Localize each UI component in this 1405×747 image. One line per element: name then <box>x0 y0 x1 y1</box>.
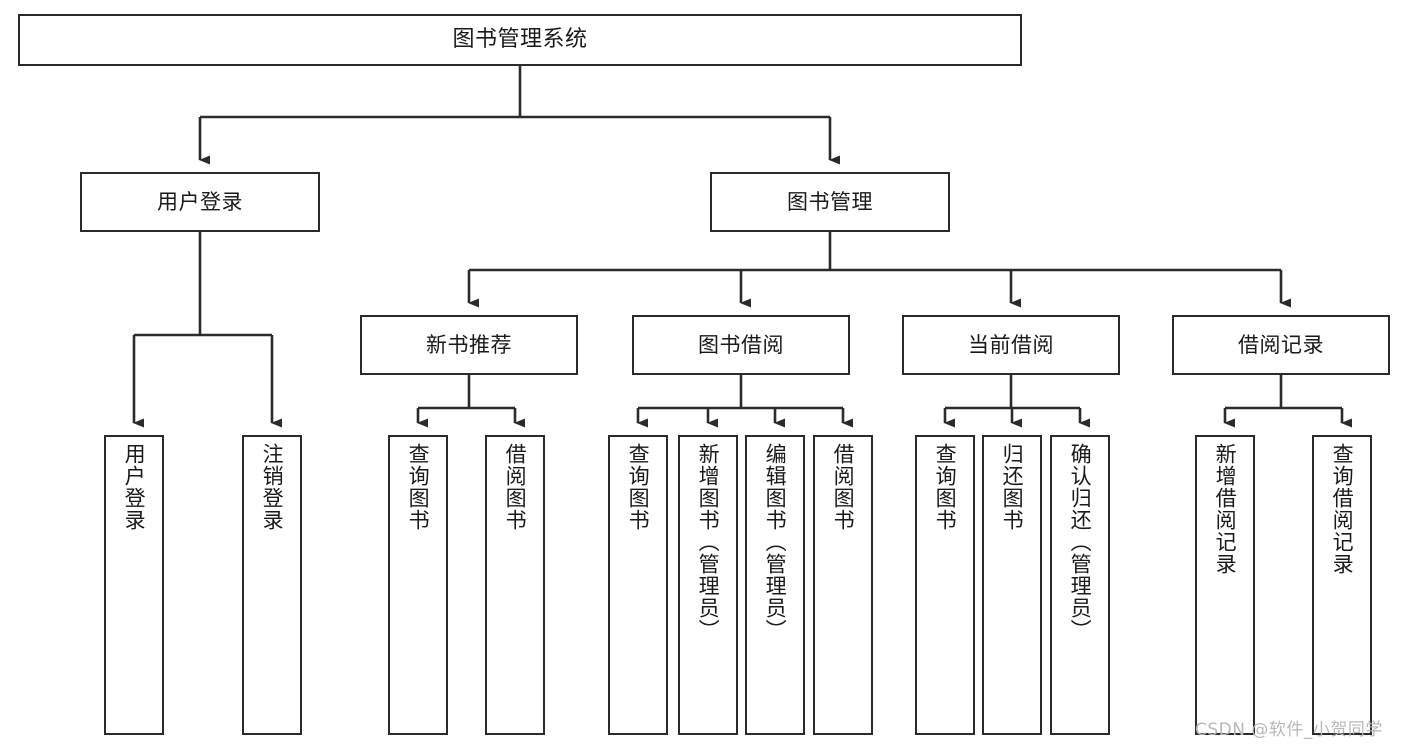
node-label: 确认归还（管理员） <box>1068 443 1093 641</box>
csdn-watermark: CSDN @软件_小贺同学 <box>1195 720 1383 740</box>
node-label: 当前借阅 <box>968 332 1054 357</box>
node-leaf-borrow-lend[interactable]: 借阅图书 <box>813 435 873 735</box>
node-leaf-rec-borrow[interactable]: 借阅图书 <box>485 435 545 735</box>
node-label: 图书管理 <box>787 189 873 214</box>
node-label: 借阅记录 <box>1238 332 1324 357</box>
node-leaf-cur-return[interactable]: 归还图书 <box>982 435 1042 735</box>
node-label: 归还图书 <box>1000 443 1025 531</box>
node-leaf-user-logout[interactable]: 注销登录 <box>242 435 302 735</box>
node-label: 图书借阅 <box>698 332 784 357</box>
node-leaf-user-login[interactable]: 用户登录 <box>104 435 164 735</box>
node-leaf-cur-confirm[interactable]: 确认归还（管理员） <box>1050 435 1110 735</box>
node-leaf-rec-query[interactable]: 查询图书 <box>388 435 448 735</box>
node-label: 新书推荐 <box>426 332 512 357</box>
node-current-borrow[interactable]: 当前借阅 <box>902 315 1120 375</box>
node-label: 新增借阅记录 <box>1213 443 1238 575</box>
node-label: 图书管理系统 <box>452 27 588 53</box>
node-leaf-rec-add[interactable]: 新增借阅记录 <box>1195 435 1255 735</box>
node-label: 借阅图书 <box>831 443 856 531</box>
node-new-book-rec[interactable]: 新书推荐 <box>360 315 578 375</box>
node-leaf-borrow-edit[interactable]: 编辑图书（管理员） <box>745 435 805 735</box>
node-label: 查询借阅记录 <box>1330 443 1355 575</box>
node-book-manage[interactable]: 图书管理 <box>710 172 950 232</box>
node-leaf-borrow-add[interactable]: 新增图书（管理员） <box>678 435 738 735</box>
node-label: 编辑图书（管理员） <box>763 443 788 641</box>
node-leaf-borrow-query[interactable]: 查询图书 <box>608 435 668 735</box>
node-leaf-rec-query2[interactable]: 查询借阅记录 <box>1312 435 1372 735</box>
node-label: 注销登录 <box>260 443 285 531</box>
node-label: 查询图书 <box>406 443 431 531</box>
node-label: 查询图书 <box>626 443 651 531</box>
node-book-borrow[interactable]: 图书借阅 <box>632 315 850 375</box>
node-borrow-record[interactable]: 借阅记录 <box>1172 315 1390 375</box>
node-label: 用户登录 <box>122 443 147 531</box>
node-root[interactable]: 图书管理系统 <box>18 14 1022 66</box>
node-label: 借阅图书 <box>503 443 528 531</box>
node-label: 新增图书（管理员） <box>696 443 721 641</box>
node-label: 用户登录 <box>157 189 243 214</box>
node-user-login[interactable]: 用户登录 <box>80 172 320 232</box>
node-label: 查询图书 <box>933 443 958 531</box>
node-leaf-cur-query[interactable]: 查询图书 <box>915 435 975 735</box>
